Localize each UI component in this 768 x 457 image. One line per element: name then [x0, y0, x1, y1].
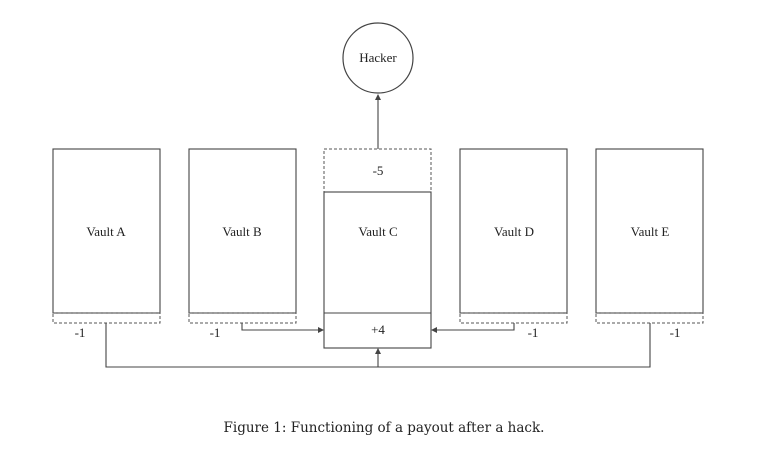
vault-c-top-delta: -5: [373, 163, 384, 178]
vault-a-box: [52, 148, 161, 314]
vault-d-box: [459, 148, 568, 314]
vault-d-delta: -1: [528, 325, 539, 340]
hacker-circle: [342, 22, 414, 94]
vault-e-delta: -1: [670, 325, 681, 340]
vault-c-bottom-delta: +4: [371, 322, 385, 337]
vault-b-label: Vault B: [222, 224, 262, 239]
vault-d: Vault D -1: [459, 148, 568, 340]
vault-a-delta: -1: [75, 325, 86, 340]
arrow-b-to-c: [241, 323, 324, 333]
vault-b-box: [188, 148, 297, 314]
vault-b: Vault B -1: [188, 148, 297, 340]
vault-a-deduction-box: [52, 312, 161, 324]
vault-c-loss-box: [323, 148, 432, 193]
vault-c-box: [323, 191, 432, 349]
figure-caption: Figure 1: Functioning of a payout after …: [223, 420, 545, 436]
hacker-label: Hacker: [359, 50, 397, 65]
vault-d-label: Vault D: [494, 224, 534, 239]
arrow-d-to-c: [431, 323, 515, 333]
vault-a: Vault A -1: [52, 148, 161, 340]
vault-c-label: Vault C: [358, 224, 397, 239]
vault-d-deduction-box: [459, 312, 568, 324]
vault-a-label: Vault A: [86, 224, 126, 239]
vault-b-deduction-box: [188, 312, 297, 324]
vault-c: -5 Vault C +4: [323, 148, 432, 349]
hacker-node: Hacker: [342, 22, 414, 94]
vault-e-label: Vault E: [631, 224, 670, 239]
vault-e-deduction-box: [595, 312, 704, 324]
vault-e-box: [595, 148, 704, 314]
vault-e: Vault E -1: [595, 148, 704, 340]
vault-b-delta: -1: [210, 325, 221, 340]
